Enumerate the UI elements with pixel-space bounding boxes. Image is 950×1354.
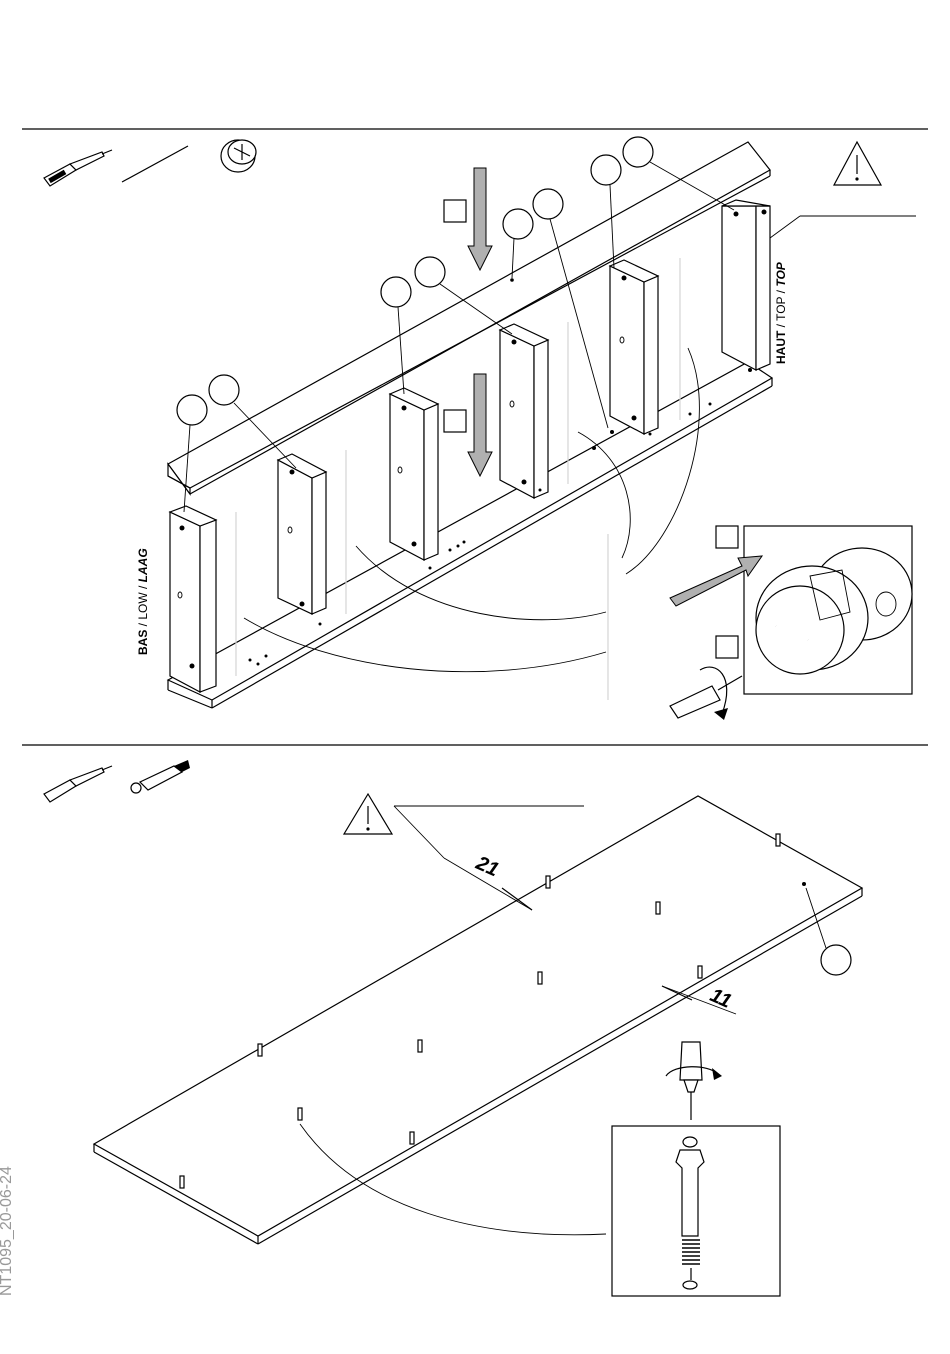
divider-panel-2 [278, 454, 326, 614]
document-code: NT1095_20-06-24 [0, 1166, 16, 1296]
top-label: HAUT / TOP / TOP [774, 262, 788, 364]
top-label-top-nl: TOP [774, 262, 788, 286]
down-arrow-2 [444, 374, 492, 476]
top-label-top: / TOP / [774, 287, 788, 331]
screwdriver-down-detail [666, 1042, 722, 1120]
bolt-detail [612, 1126, 780, 1296]
cam-lock-detail [716, 526, 912, 694]
top-label-haut: HAUT [774, 331, 788, 364]
divider-panel-3 [390, 388, 438, 560]
bottom-label-low: / LOW / [136, 582, 150, 629]
warning-leader-2 [394, 806, 444, 858]
divider-panel-4 [500, 324, 548, 498]
pin-icon [122, 146, 188, 182]
callout-circle-step2 [821, 945, 851, 975]
screwdriver-icon [44, 150, 112, 186]
cam-bolt-icon [131, 760, 190, 793]
down-arrow-1 [444, 168, 492, 270]
bottom-label: BAS / LOW / LAAG [136, 548, 150, 655]
divider-panel-5 [610, 260, 658, 434]
cam-lock-icon [221, 140, 256, 172]
dimension-11-label: 11 [707, 984, 735, 1013]
bottom-label-laag: LAAG [136, 548, 150, 582]
screwdriver-turn-detail [670, 636, 742, 720]
screwdriver-icon-step2 [44, 766, 112, 802]
top-pointer-line [770, 216, 800, 238]
side-panel-right [722, 200, 770, 370]
divider-panel-1 [170, 506, 216, 692]
warning-icon [834, 142, 881, 185]
warning-icon-step2 [344, 794, 392, 834]
bottom-label-bas: BAS [136, 630, 150, 655]
